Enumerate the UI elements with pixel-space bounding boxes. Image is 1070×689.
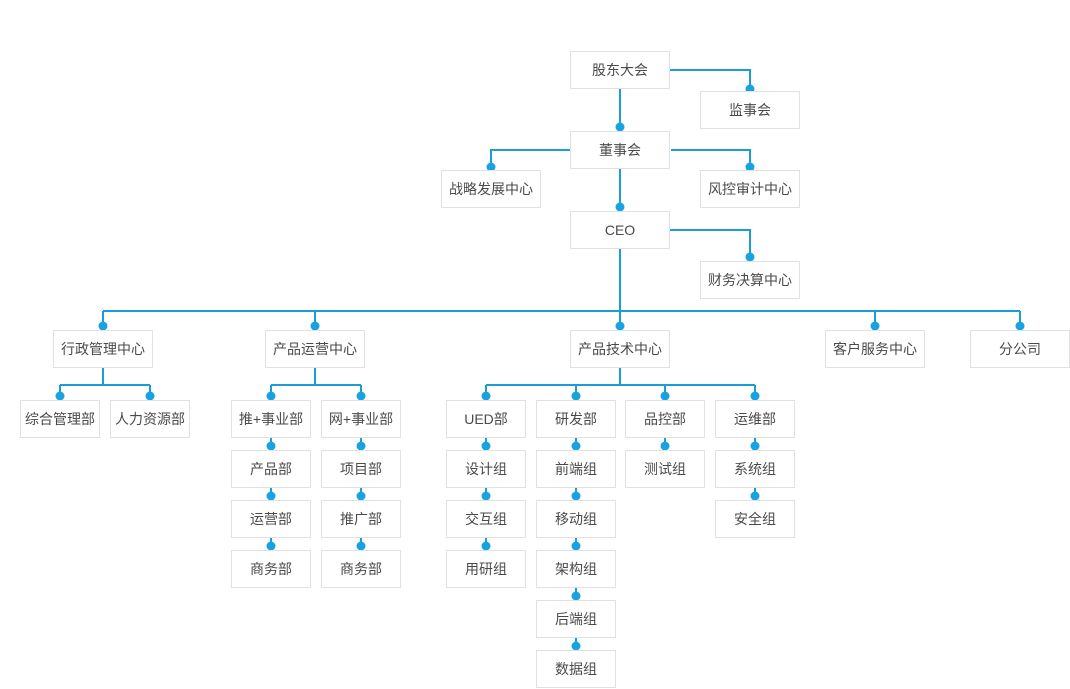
node-architecture-team: 架构组 bbox=[536, 550, 616, 588]
node-data-team: 数据组 bbox=[536, 650, 616, 688]
node-supervisory-board: 监事会 bbox=[700, 91, 800, 129]
node-hr-dept: 人力资源部 bbox=[110, 400, 190, 438]
node-business-dept-1: 商务部 bbox=[231, 550, 311, 588]
node-design-team: 设计组 bbox=[446, 450, 526, 488]
node-rd-dept: 研发部 bbox=[536, 400, 616, 438]
node-business-dept-2: 商务部 bbox=[321, 550, 401, 588]
node-tui-division: 推+事业部 bbox=[231, 400, 311, 438]
node-ops-dept: 运维部 bbox=[715, 400, 795, 438]
node-branch-company: 分公司 bbox=[970, 330, 1070, 368]
node-admin-center: 行政管理中心 bbox=[53, 330, 153, 368]
node-finance-center: 财务决算中心 bbox=[700, 261, 800, 299]
node-testing-team: 测试组 bbox=[625, 450, 705, 488]
node-product-tech-center: 产品技术中心 bbox=[570, 330, 670, 368]
node-research-team: 用研组 bbox=[446, 550, 526, 588]
node-general-dept: 综合管理部 bbox=[20, 400, 100, 438]
node-customer-service-center: 客户服务中心 bbox=[825, 330, 925, 368]
node-wang-division: 网+事业部 bbox=[321, 400, 401, 438]
node-project-dept: 项目部 bbox=[321, 450, 401, 488]
node-backend-team: 后端组 bbox=[536, 600, 616, 638]
node-system-team: 系统组 bbox=[715, 450, 795, 488]
node-security-team: 安全组 bbox=[715, 500, 795, 538]
node-shareholders-meeting: 股东大会 bbox=[570, 51, 670, 89]
node-strategy-center: 战略发展中心 bbox=[441, 170, 541, 208]
node-product-ops-center: 产品运营中心 bbox=[265, 330, 365, 368]
node-board-of-directors: 董事会 bbox=[570, 131, 670, 169]
node-operations-dept: 运营部 bbox=[231, 500, 311, 538]
node-frontend-team: 前端组 bbox=[536, 450, 616, 488]
node-mobile-team: 移动组 bbox=[536, 500, 616, 538]
node-risk-audit-center: 风控审计中心 bbox=[700, 170, 800, 208]
node-ued-dept: UED部 bbox=[446, 400, 526, 438]
connector-dots bbox=[55, 84, 1025, 651]
node-product-dept: 产品部 bbox=[231, 450, 311, 488]
node-promotion-dept: 推广部 bbox=[321, 500, 401, 538]
node-qc-dept: 品控部 bbox=[625, 400, 705, 438]
node-interaction-team: 交互组 bbox=[446, 500, 526, 538]
node-ceo: CEO bbox=[570, 211, 670, 249]
